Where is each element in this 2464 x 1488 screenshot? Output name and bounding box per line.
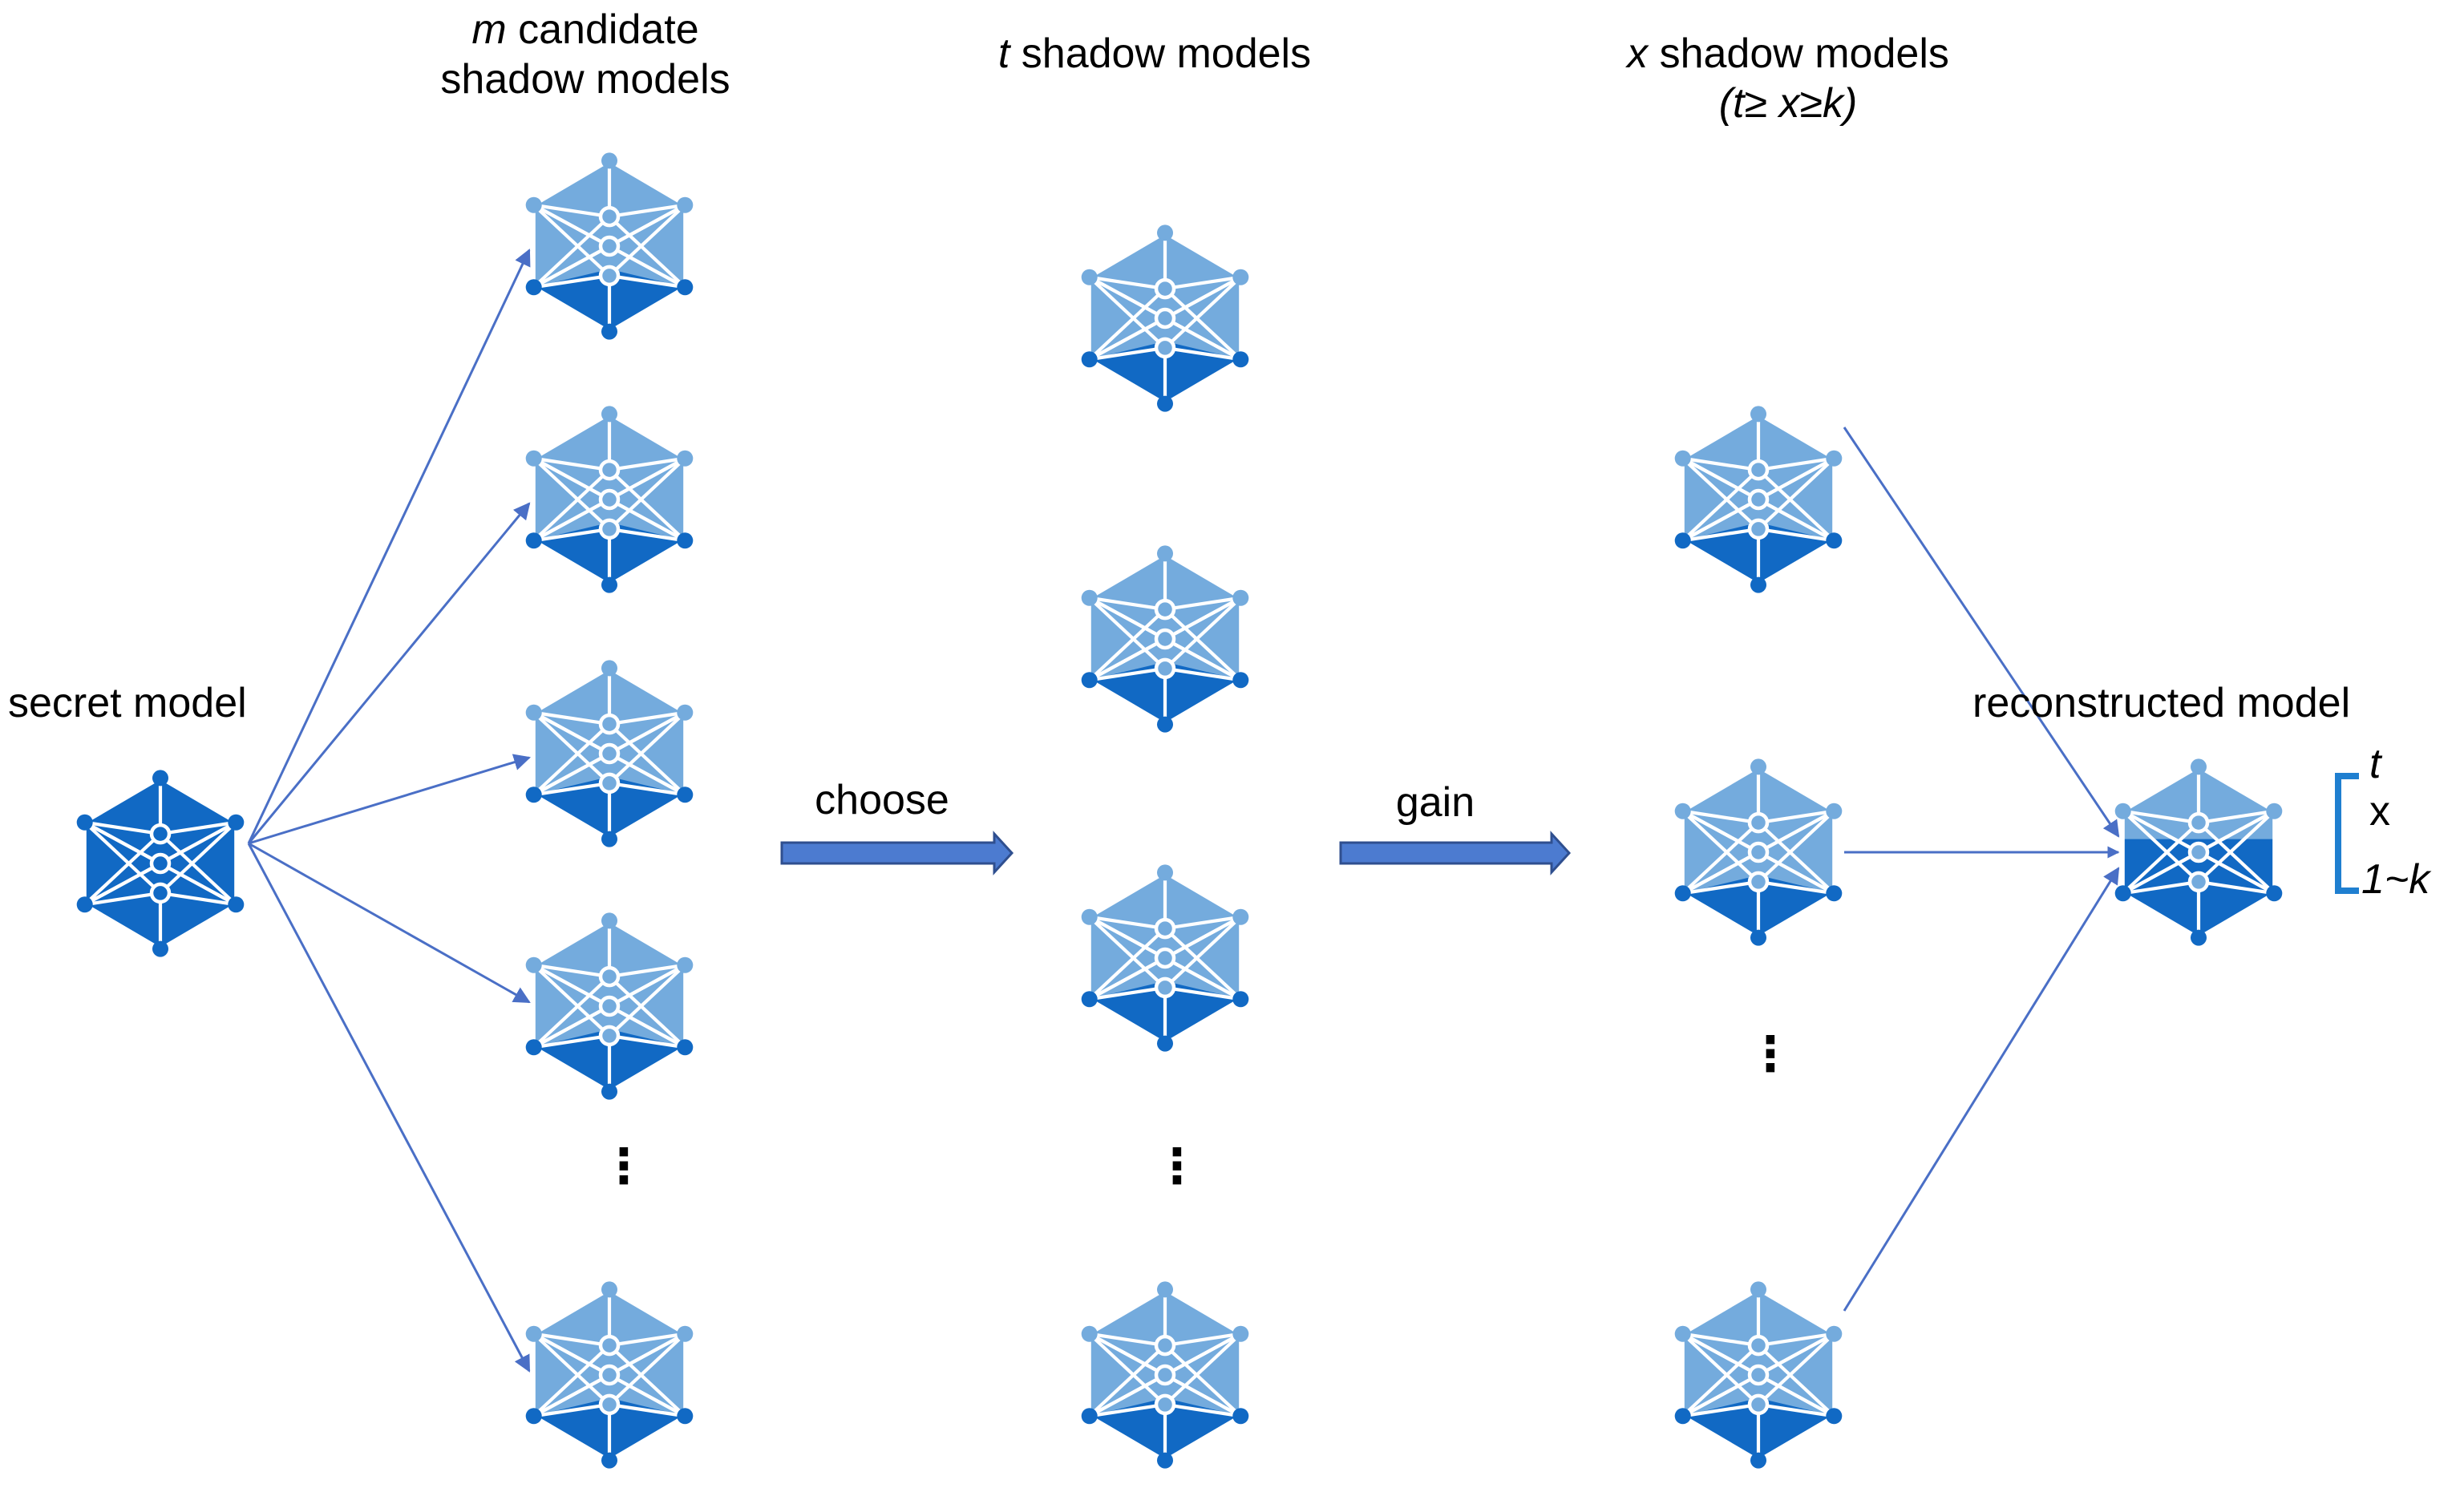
secret-model-icon xyxy=(76,770,245,957)
candidate-shadow-model-icon xyxy=(525,912,694,1100)
candidates-label: m candidate shadow models xyxy=(377,5,794,104)
gain-label: gain xyxy=(1395,779,1475,826)
reconstructed-model-icon xyxy=(2114,758,2283,946)
t-shadow-model-icon xyxy=(1081,545,1249,733)
bracket-top-label: t xyxy=(2369,741,2381,787)
secret-to-candidate-arrow xyxy=(247,249,531,844)
x-variable: x xyxy=(1627,30,1649,77)
candidates-variable: m xyxy=(471,6,507,53)
candidates-ellipsis: ⋮ xyxy=(600,1139,648,1193)
x-shadow-label: x shadow models (t≥ x≥k) xyxy=(1556,29,2021,128)
candidate-shadow-model-icon xyxy=(525,660,694,847)
candidate-shadow-model-icon xyxy=(525,1281,694,1469)
gain-block-arrow xyxy=(1339,831,1572,875)
model-icons xyxy=(76,152,2283,1469)
secret-to-candidate-arrow xyxy=(247,843,531,1373)
x-shadow-ellipsis: ⋮ xyxy=(1746,1027,1794,1081)
choose-block-arrow xyxy=(780,831,1014,875)
secret-to-candidate-arrow xyxy=(247,502,531,844)
bracket-bottom-label: 1~k xyxy=(2361,856,2430,903)
x-shadow-model-icon xyxy=(1674,1281,1843,1469)
t-variable: t xyxy=(997,30,1010,77)
x-constraint-text: (t≥ x≥k) xyxy=(1718,80,1858,127)
secret-model-label: secret model xyxy=(8,680,247,726)
t-shadow-label: t shadow models xyxy=(938,29,1371,79)
x-to-reconstructed-arrow xyxy=(1843,867,2120,1312)
bracket-middle-label: x xyxy=(2369,788,2390,835)
x-to-reconstructed-arrow xyxy=(1843,427,2120,838)
t-shadow-model-icon xyxy=(1081,1281,1249,1469)
candidates-text-line1: candidate xyxy=(518,6,699,53)
x-shadow-model-icon xyxy=(1674,758,1843,946)
choose-label: choose xyxy=(815,777,949,823)
connector-arrows xyxy=(247,249,2120,1373)
candidate-shadow-model-icon xyxy=(525,152,694,340)
t-shadow-ellipsis: ⋮ xyxy=(1153,1139,1201,1193)
t-shadow-model-icon xyxy=(1081,864,1249,1052)
level-bracket xyxy=(2335,773,2359,894)
candidates-text-line2: shadow models xyxy=(440,56,730,103)
x-shadow-text: shadow models xyxy=(1659,30,1949,77)
t-shadow-model-icon xyxy=(1081,224,1249,412)
t-shadow-text: shadow models xyxy=(1021,30,1312,77)
x-shadow-model-icon xyxy=(1674,406,1843,593)
reconstructed-model-label: reconstructed model xyxy=(1972,680,2351,726)
secret-to-candidate-arrow xyxy=(248,842,531,1004)
candidate-shadow-model-icon xyxy=(525,406,694,593)
secret-to-candidate-arrow xyxy=(248,754,532,845)
